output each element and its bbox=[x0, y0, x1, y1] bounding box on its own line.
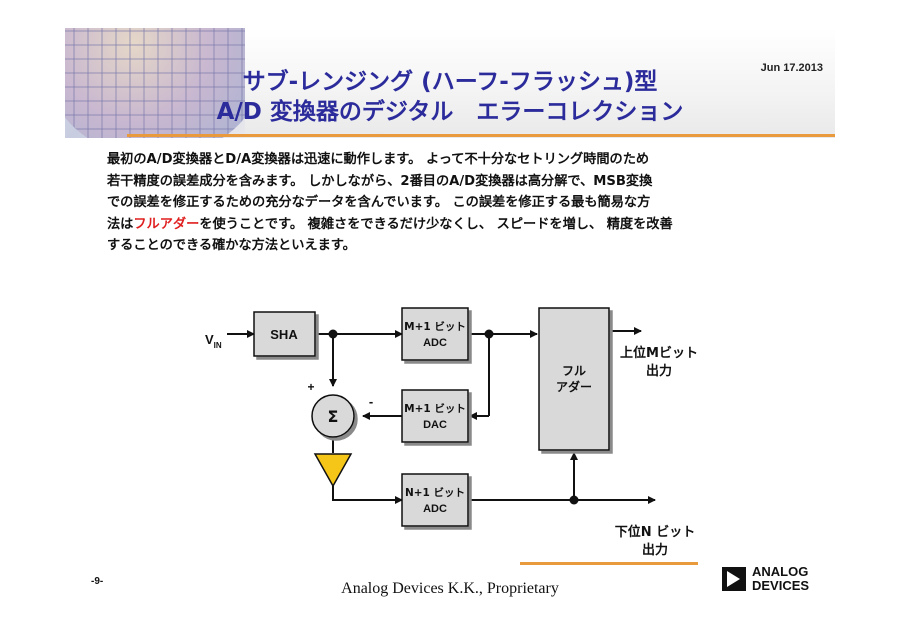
sigma-symbol: Σ bbox=[328, 407, 339, 426]
lower-output-label: 下位N ビット 出力 bbox=[614, 525, 696, 558]
sha-block bbox=[253, 311, 316, 357]
minus-sign: - bbox=[369, 394, 373, 409]
adc-n-block bbox=[401, 473, 469, 527]
dac-block bbox=[401, 389, 469, 443]
body-line: することのできる確かな方法といえます。 bbox=[107, 238, 356, 253]
body-line: 法はフルアダーを使うことです。 複雑さをできるだけ少なくし、 スピードを増し、 … bbox=[107, 214, 807, 236]
block-diagram: VIN SHA M+1 ビット ADC bbox=[205, 307, 656, 527]
slide: サブ-レンジング (ハーフ-フラッシュ)型 A/D 変換器のデジタル エラーコレ… bbox=[65, 28, 835, 605]
plus-sign: + bbox=[307, 380, 314, 394]
footer-text: Analog Devices K.K., Proprietary bbox=[341, 580, 559, 597]
full-adder-highlight: フルアダー bbox=[133, 216, 200, 232]
adc-n-label: N+1 ビット bbox=[405, 486, 465, 499]
adc-m-label: ADC bbox=[423, 337, 447, 349]
title-line-2: A/D 変換器のデジタル エラーコレクション bbox=[216, 99, 684, 125]
body-line: 若干精度の誤差成分を含みます。 しかしながら、2番目のA/D変換器は高分解で、M… bbox=[107, 173, 653, 189]
adc-m-block bbox=[401, 307, 469, 361]
logo-triangle-icon bbox=[722, 567, 746, 591]
wafer-image bbox=[65, 28, 245, 138]
body-text-part: 法は bbox=[107, 216, 134, 232]
page-number: -9- bbox=[91, 576, 104, 587]
vin-label: VIN bbox=[205, 332, 222, 350]
full-adder-label: アダー bbox=[556, 379, 592, 394]
full-adder-block bbox=[538, 307, 610, 451]
body-line: 最初のA/D変換器とD/A変換器は迅速に動作します。 よって不十分なセトリング時… bbox=[107, 152, 650, 167]
adc-n-label: ADC bbox=[423, 503, 447, 515]
sha-label: SHA bbox=[270, 327, 298, 342]
dac-label: M+1 ビット bbox=[404, 402, 466, 415]
body-line: での誤差を修正するための充分なデータを含んでいます。 この誤差を修正する最も簡易… bbox=[107, 195, 651, 210]
title-line-1: サブ-レンジング (ハーフ-フラッシュ)型 bbox=[242, 69, 658, 95]
footer-rule bbox=[520, 562, 698, 565]
upper-output-label: 上位Mビット 出力 bbox=[620, 346, 698, 379]
header-rule bbox=[127, 134, 835, 137]
dac-label: DAC bbox=[423, 419, 447, 431]
date-label: Jun 17.2013 bbox=[760, 62, 823, 74]
adc-m-label: M+1 ビット bbox=[404, 320, 466, 333]
analog-devices-logo: ANALOG DEVICES bbox=[722, 565, 832, 599]
summing-junction bbox=[311, 394, 355, 438]
body-text-part: を使うことです。 複雑さをできるだけ少なくし、 スピードを増し、 精度を改善 bbox=[199, 216, 673, 232]
body-text: 最初のA/D変換器とD/A変換器は迅速に動作します。 よって不十分なセトリング時… bbox=[107, 149, 807, 257]
amplifier-triangle bbox=[313, 453, 353, 488]
full-adder-label: フル bbox=[562, 364, 586, 378]
